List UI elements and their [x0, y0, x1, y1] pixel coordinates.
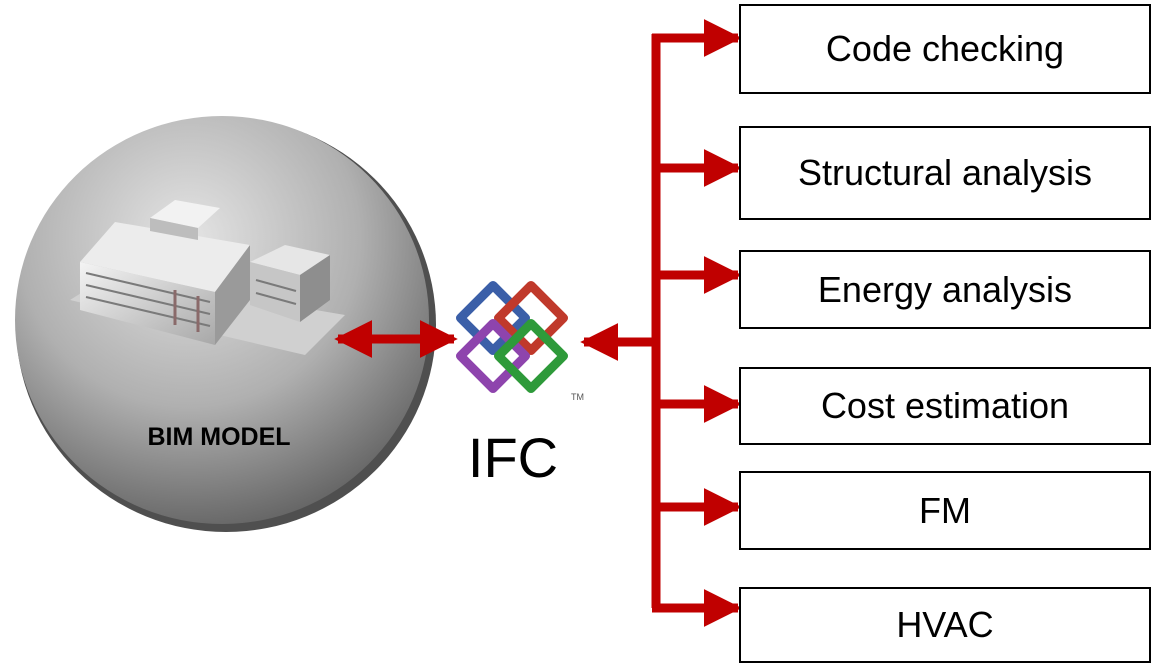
app-label-code-checking: Code checking — [825, 28, 1065, 69]
ifc-label: IFC — [467, 426, 559, 489]
app-box-fm: FM — [739, 471, 1151, 550]
app-box-cost-estimation: Cost estimation — [739, 367, 1151, 445]
app-label-structural-analysis: Structural analysis — [797, 152, 1093, 193]
app-label-cost-estimation: Cost estimation — [820, 385, 1070, 426]
app-box-code-checking: Code checking — [739, 4, 1151, 94]
ifc-logo-icon — [455, 280, 569, 394]
bim-model-label: BIM MODEL — [147, 423, 291, 451]
app-box-hvac: HVAC — [739, 587, 1151, 663]
app-label-fm: FM — [919, 489, 971, 531]
building-icon — [70, 200, 345, 355]
app-box-structural-analysis: Structural analysis — [739, 126, 1151, 220]
app-box-energy-analysis: Energy analysis — [739, 250, 1151, 329]
ifc-trademark: TM — [571, 392, 584, 402]
app-label-energy-analysis: Energy analysis — [817, 268, 1073, 310]
app-label-hvac: HVAC — [896, 604, 994, 645]
